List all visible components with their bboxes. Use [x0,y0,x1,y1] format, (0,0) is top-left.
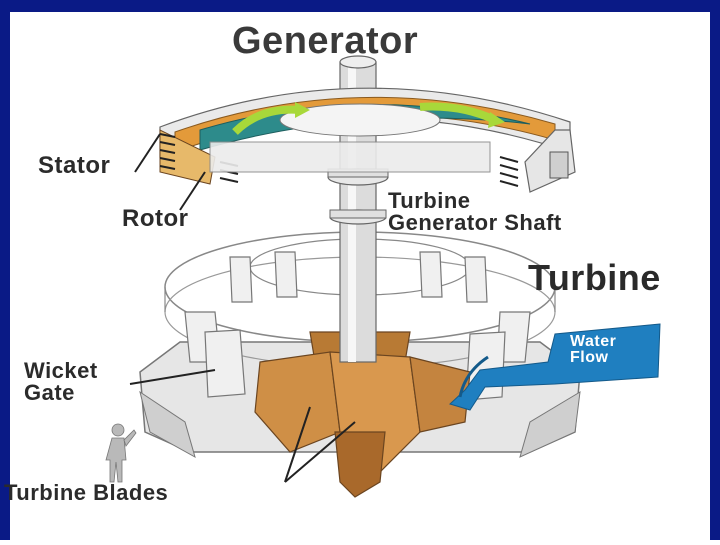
water-flow-label: Water Flow [570,334,616,366]
shaft-label: Turbine Generator Shaft [388,190,562,234]
wicket-gates [184,251,531,401]
turbine-blades-label: Turbine Blades [4,480,169,505]
right-border [710,12,720,540]
water-label-line1: Water [570,333,617,350]
water-label-line2: Flow [570,349,609,366]
rotor-label: Rotor [122,205,189,232]
wicket-gate-label: Wicket Gate [24,360,98,404]
wicket-label-line1: Wicket [24,358,98,383]
shaft-label-line2: Generator Shaft [388,210,562,235]
water-flow-arrow [449,323,661,411]
left-border [0,12,10,540]
turbine-runner [254,331,471,498]
wicket-label-line2: Gate [24,380,75,405]
diagram-illustration [105,55,661,498]
diagram-title: Generator [232,20,419,62]
generator-assembly [159,87,576,193]
generator-turbine-diagram: Generator Turbine Stator Rotor Turbine G… [4,12,710,540]
top-banner [0,0,720,12]
stator-label: Stator [38,152,111,179]
leader-lines [129,133,356,483]
person-figure [105,423,137,483]
shaft-label-line1: Turbine [388,188,471,213]
turbine-section-label: Turbine [528,257,661,298]
